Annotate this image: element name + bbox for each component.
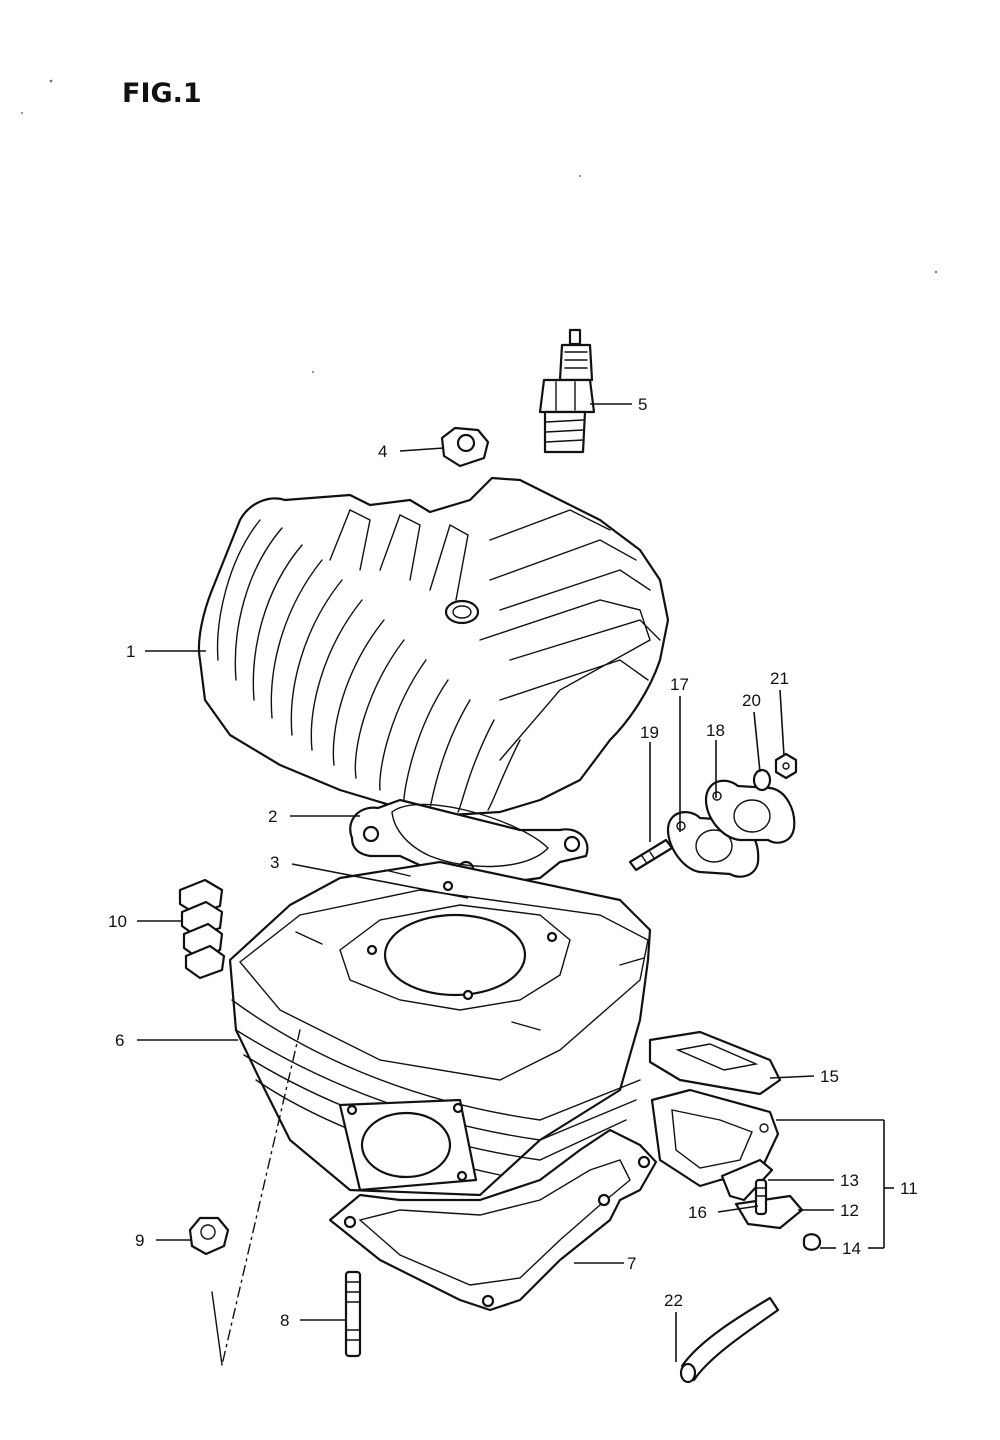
callout-10: 10 (108, 912, 127, 931)
nut-21-part (774, 752, 798, 780)
breather-hose-part (679, 1296, 780, 1384)
reed-gasket-part (648, 1030, 782, 1096)
reed-valve-part (650, 1088, 780, 1188)
callout-3: 3 (270, 853, 279, 872)
callout-21: 21 (770, 669, 789, 688)
figure-title: FIG.1 (122, 78, 202, 109)
callout-16: 16 (688, 1203, 707, 1222)
callout-13: 13 (840, 1171, 859, 1190)
callout-15: 15 (820, 1067, 839, 1086)
callout-17: 17 (670, 675, 689, 694)
callout-8: 8 (280, 1311, 289, 1330)
callout-14: 14 (842, 1239, 861, 1258)
intake-gasket-18-part (704, 779, 796, 844)
base-stud-part (344, 1270, 362, 1358)
callout-18: 18 (706, 721, 725, 740)
callout-5: 5 (638, 395, 647, 414)
callout-9: 9 (135, 1231, 144, 1250)
callout-6: 6 (115, 1031, 124, 1050)
spark-plug-part (538, 328, 596, 454)
head-nut-part (440, 426, 490, 468)
callout-11: 11 (900, 1179, 918, 1198)
callout-19: 19 (640, 723, 659, 742)
intake-stud-part (628, 838, 674, 872)
callout-2: 2 (268, 807, 277, 826)
assembly-line (211, 1029, 301, 1366)
callout-1: 1 (126, 642, 135, 661)
callout-7: 7 (627, 1254, 636, 1273)
base-gasket-part (328, 1128, 658, 1312)
callout-22: 22 (664, 1291, 683, 1310)
callout-20: 20 (742, 691, 761, 710)
callout-labels: 1 2 3 4 5 6 7 8 9 10 11 12 13 14 15 16 1… (108, 395, 918, 1330)
leader-lines (137, 403, 894, 1362)
callout-4: 4 (378, 442, 387, 461)
base-nut-part (188, 1216, 230, 1256)
washer-20-part (752, 768, 772, 792)
cylinder-head-part (197, 476, 670, 817)
screw-16-part (754, 1178, 768, 1216)
damper-rubbers-part (178, 878, 226, 980)
cylinder-body-part (228, 860, 652, 1197)
screw-14-part (802, 1233, 822, 1251)
scan-specks (21, 79, 938, 373)
reed-plate-12-part (734, 1194, 804, 1230)
callout-12: 12 (840, 1201, 859, 1220)
